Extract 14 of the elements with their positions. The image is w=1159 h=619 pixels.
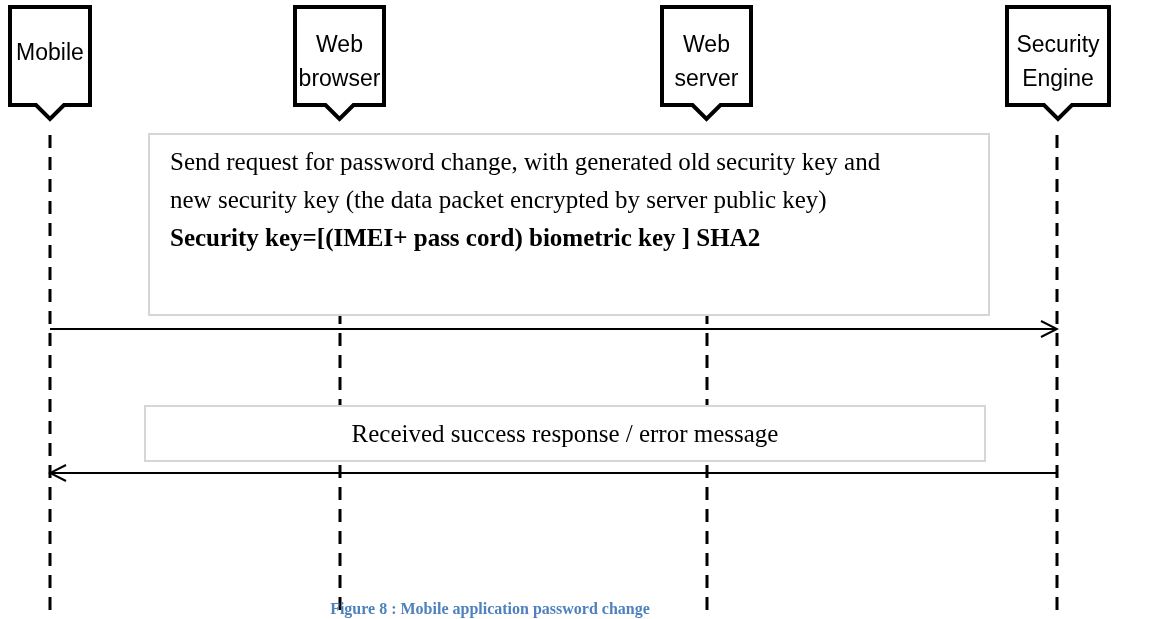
participant-name: Web browser <box>297 30 382 93</box>
participant-name: Web server <box>673 30 740 93</box>
message-arrow <box>49 464 1058 482</box>
participant-name: Security Engine <box>1015 30 1101 93</box>
participant-box <box>293 5 386 123</box>
message-text: Send request for password change, with generated old security key and new security key (the data packet encrypted by server public key) <box>170 147 882 216</box>
message-box <box>148 133 990 316</box>
participant-box <box>660 5 753 123</box>
message-box <box>144 405 986 462</box>
message-text: Received success response / error message <box>350 419 780 449</box>
participant-name: Mobile <box>15 38 85 67</box>
message-arrow <box>49 320 1058 338</box>
formula-text: Security key=[(IMEI+ pass cord) biometric key ] SHA2 <box>170 223 762 254</box>
figure-caption: Figure 8 : Mobile application password change <box>329 600 651 618</box>
